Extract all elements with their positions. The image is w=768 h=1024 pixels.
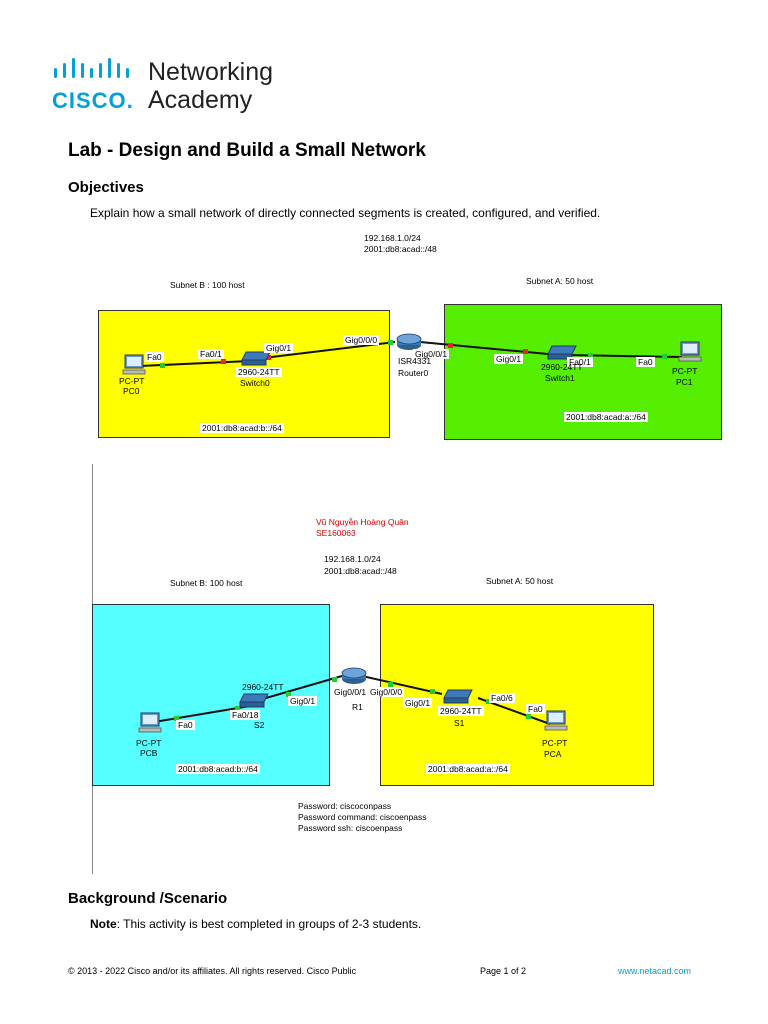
page-title: Lab - Design and Build a Small Network (68, 140, 426, 161)
if-r1-left: Gig0/0/1 (332, 687, 369, 697)
s2-icon (239, 693, 269, 708)
s1-model-label: 2960-24TT (438, 706, 484, 716)
if-fa0-pcb: Fa0 (176, 720, 195, 730)
if-fa01-switch0: Fa0/1 (198, 349, 224, 359)
pcb-type-label: PC-PT (136, 738, 162, 748)
pc1-name-label: PC1 (676, 377, 693, 387)
switch0-model-label: 2960-24TT (236, 367, 282, 377)
pc1-type-label: PC-PT (672, 366, 698, 376)
topology-diagram-2: Vũ Nguyễn Hoàng Quân SE160063 192.168.1.… (90, 512, 720, 842)
router0-model-label: ISR4331 (398, 356, 432, 366)
if-fa018-s2: Fa0/18 (230, 710, 261, 720)
topology-diagram-1: 192.168.1.0/24 2001:db8:acad::/48 Subnet… (90, 228, 722, 450)
switch1-name-label: Switch1 (545, 373, 575, 383)
switch1-icon (547, 345, 577, 360)
net-ipv4-label-2: 192.168.1.0/24 (322, 554, 383, 564)
if-gig01-switch1: Gig0/1 (494, 354, 524, 364)
switch1-model-label: 2960-24TT (541, 362, 583, 372)
s2-name-label: S2 (254, 720, 265, 730)
subnet-b-label: Subnet B : 100 host (170, 280, 245, 290)
if-gig01-s2: Gig0/1 (288, 696, 318, 706)
ipv6-subnet-a-label-2: 2001:db8:acad:a::/64 (426, 764, 510, 774)
note-label: Note (90, 917, 117, 931)
if-fa0-pca: Fa0 (526, 704, 545, 714)
author-name-label: Vũ Nguyễn Hoàng Quân (316, 517, 409, 527)
cisco-bars-icon (54, 58, 129, 78)
background-heading: Background /Scenario (68, 890, 228, 907)
footer-copyright: © 2013 - 2022 Cisco and/or its affiliate… (68, 966, 357, 976)
password-console-label: Password: ciscoconpass (296, 801, 394, 811)
cisco-networking-academy-logo: Networking CISCO. Academy (52, 58, 312, 118)
ipv6-subnet-b-label: 2001:db8:acad:b::/64 (200, 423, 284, 433)
if-fa0-pc1: Fa0 (636, 357, 655, 367)
r1-icon (341, 667, 367, 684)
pca-name-label: PCA (544, 749, 562, 759)
switch0-name-label: Switch0 (240, 378, 270, 388)
subnet-b-label-2: Subnet B: 100 host (170, 578, 243, 588)
router0-name-label: Router0 (398, 368, 429, 378)
if-gig001-router0: Gig0/0/1 (413, 349, 450, 359)
r1-name-label: R1 (352, 702, 363, 712)
password-command-label: Password command: ciscoenpass (296, 812, 429, 822)
if-fa01-switch1: Fa0/1 (567, 357, 593, 367)
objectives-text: Explain how a small network of directly … (90, 206, 601, 220)
s2-model-label: 2960-24TT (242, 682, 284, 692)
note-text: : This activity is best completed in gro… (116, 917, 422, 931)
if-gig01-switch0: Gig0/1 (264, 343, 294, 353)
pca-icon (544, 710, 568, 731)
logo-networking-text: Networking (148, 58, 274, 86)
footer-page-number: Page 1 of 2 (480, 966, 527, 976)
s1-icon (443, 689, 473, 704)
net-ipv6-label-2: 2001:db8:acad::/48 (322, 566, 399, 576)
router0-icon (396, 333, 422, 350)
pc1-icon (678, 341, 702, 362)
logo-cisco-text: CISCO. (52, 88, 134, 113)
s1-name-label: S1 (454, 718, 465, 728)
link-lines (139, 340, 683, 368)
if-gig01-s1: Gig0/1 (403, 698, 433, 708)
subnet-a-label: Subnet A: 50 host (526, 276, 594, 286)
background-note: Note: This activity is best completed in… (90, 917, 421, 931)
if-gig000-router0: Gig0/0/0 (343, 335, 380, 345)
subnet-a-zone-2 (380, 604, 654, 786)
net-ipv4-label: 192.168.1.0/24 (362, 233, 423, 243)
pcb-icon (138, 712, 162, 733)
objectives-heading: Objectives (68, 179, 144, 196)
link-lines-2 (153, 675, 551, 725)
switch0-icon (241, 351, 271, 366)
password-ssh-label: Password ssh: ciscoenpass (296, 823, 405, 833)
logo-academy-text: Academy (148, 86, 253, 114)
pc0-type-label: PC-PT (119, 376, 145, 386)
author-id-label: SE160063 (316, 528, 356, 538)
pc0-name-label: PC0 (123, 386, 140, 396)
ipv6-subnet-b-label-2: 2001:db8:acad:b::/64 (176, 764, 260, 774)
net-ipv6-label: 2001:db8:acad::/48 (362, 244, 439, 254)
pcb-name-label: PCB (140, 748, 158, 758)
if-r1-right: Gig0/0/0 (368, 687, 405, 697)
if-fa0-pc0: Fa0 (145, 352, 164, 362)
subnet-a-label-2: Subnet A: 50 host (486, 576, 554, 586)
footer-link[interactable]: www.netacad.com (618, 966, 692, 976)
pca-type-label: PC-PT (542, 738, 568, 748)
pc0-icon (122, 354, 146, 375)
ipv6-subnet-a-label: 2001:db8:acad:a::/64 (564, 412, 648, 422)
if-fa06-s1: Fa0/6 (489, 693, 515, 703)
